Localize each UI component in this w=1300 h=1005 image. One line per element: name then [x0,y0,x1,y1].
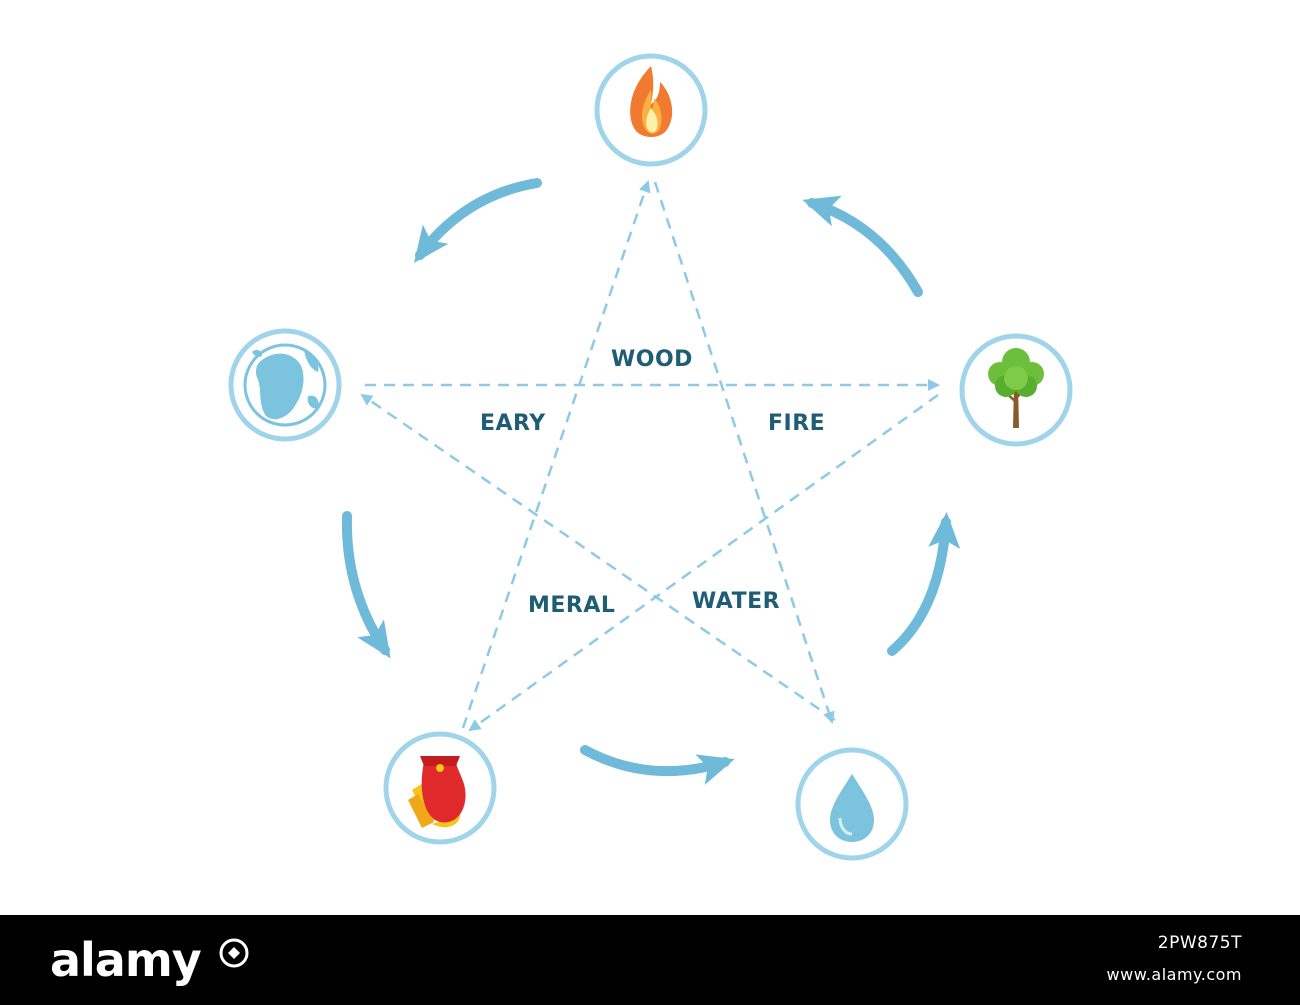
label-meral: MERAL [528,593,615,618]
brand-mark-icon [219,938,249,968]
cycle-arrow-wood-to-fire [802,195,923,297]
node-water [795,747,909,861]
node-wood [959,333,1073,447]
brand-logo-text: alamy [50,933,202,987]
flame-icon [630,66,673,137]
node-earth [228,328,342,442]
label-eary: EARY [480,411,546,436]
gold-bag-icon [408,756,466,828]
cycle-arrow-metal-to-water [580,745,735,785]
cycle-arrows [341,178,961,785]
star-line-wood-metal [468,393,939,732]
image-id: 2PW875T [1157,933,1242,953]
earth-globe-icon [243,343,327,427]
label-fire: FIRE [768,411,825,436]
site-url: www.alamy.com [1106,965,1242,984]
water-drop-icon [830,774,874,842]
diagram-canvas: WOOD EARY FIRE MERAL WATER [228,53,1073,861]
star-line-fire-water [653,181,835,724]
star-line-water-earth [360,393,836,722]
cycle-arrow-earth-to-metal [341,511,391,659]
star-connections [360,180,940,732]
node-fire [594,53,708,167]
star-line-metal-fire [461,180,651,729]
node-metal [383,731,497,845]
label-wood: WOOD [611,347,693,372]
cycle-arrow-fire-to-earth [413,178,542,263]
five-elements-diagram: WOOD EARY FIRE MERAL WATER [228,53,1073,861]
tree-icon [988,348,1044,428]
label-water: WATER [692,589,780,614]
cycle-arrow-water-to-wood [887,512,961,656]
footer-bar: alamy 2PW875T www.alamy.com [0,915,1300,1005]
